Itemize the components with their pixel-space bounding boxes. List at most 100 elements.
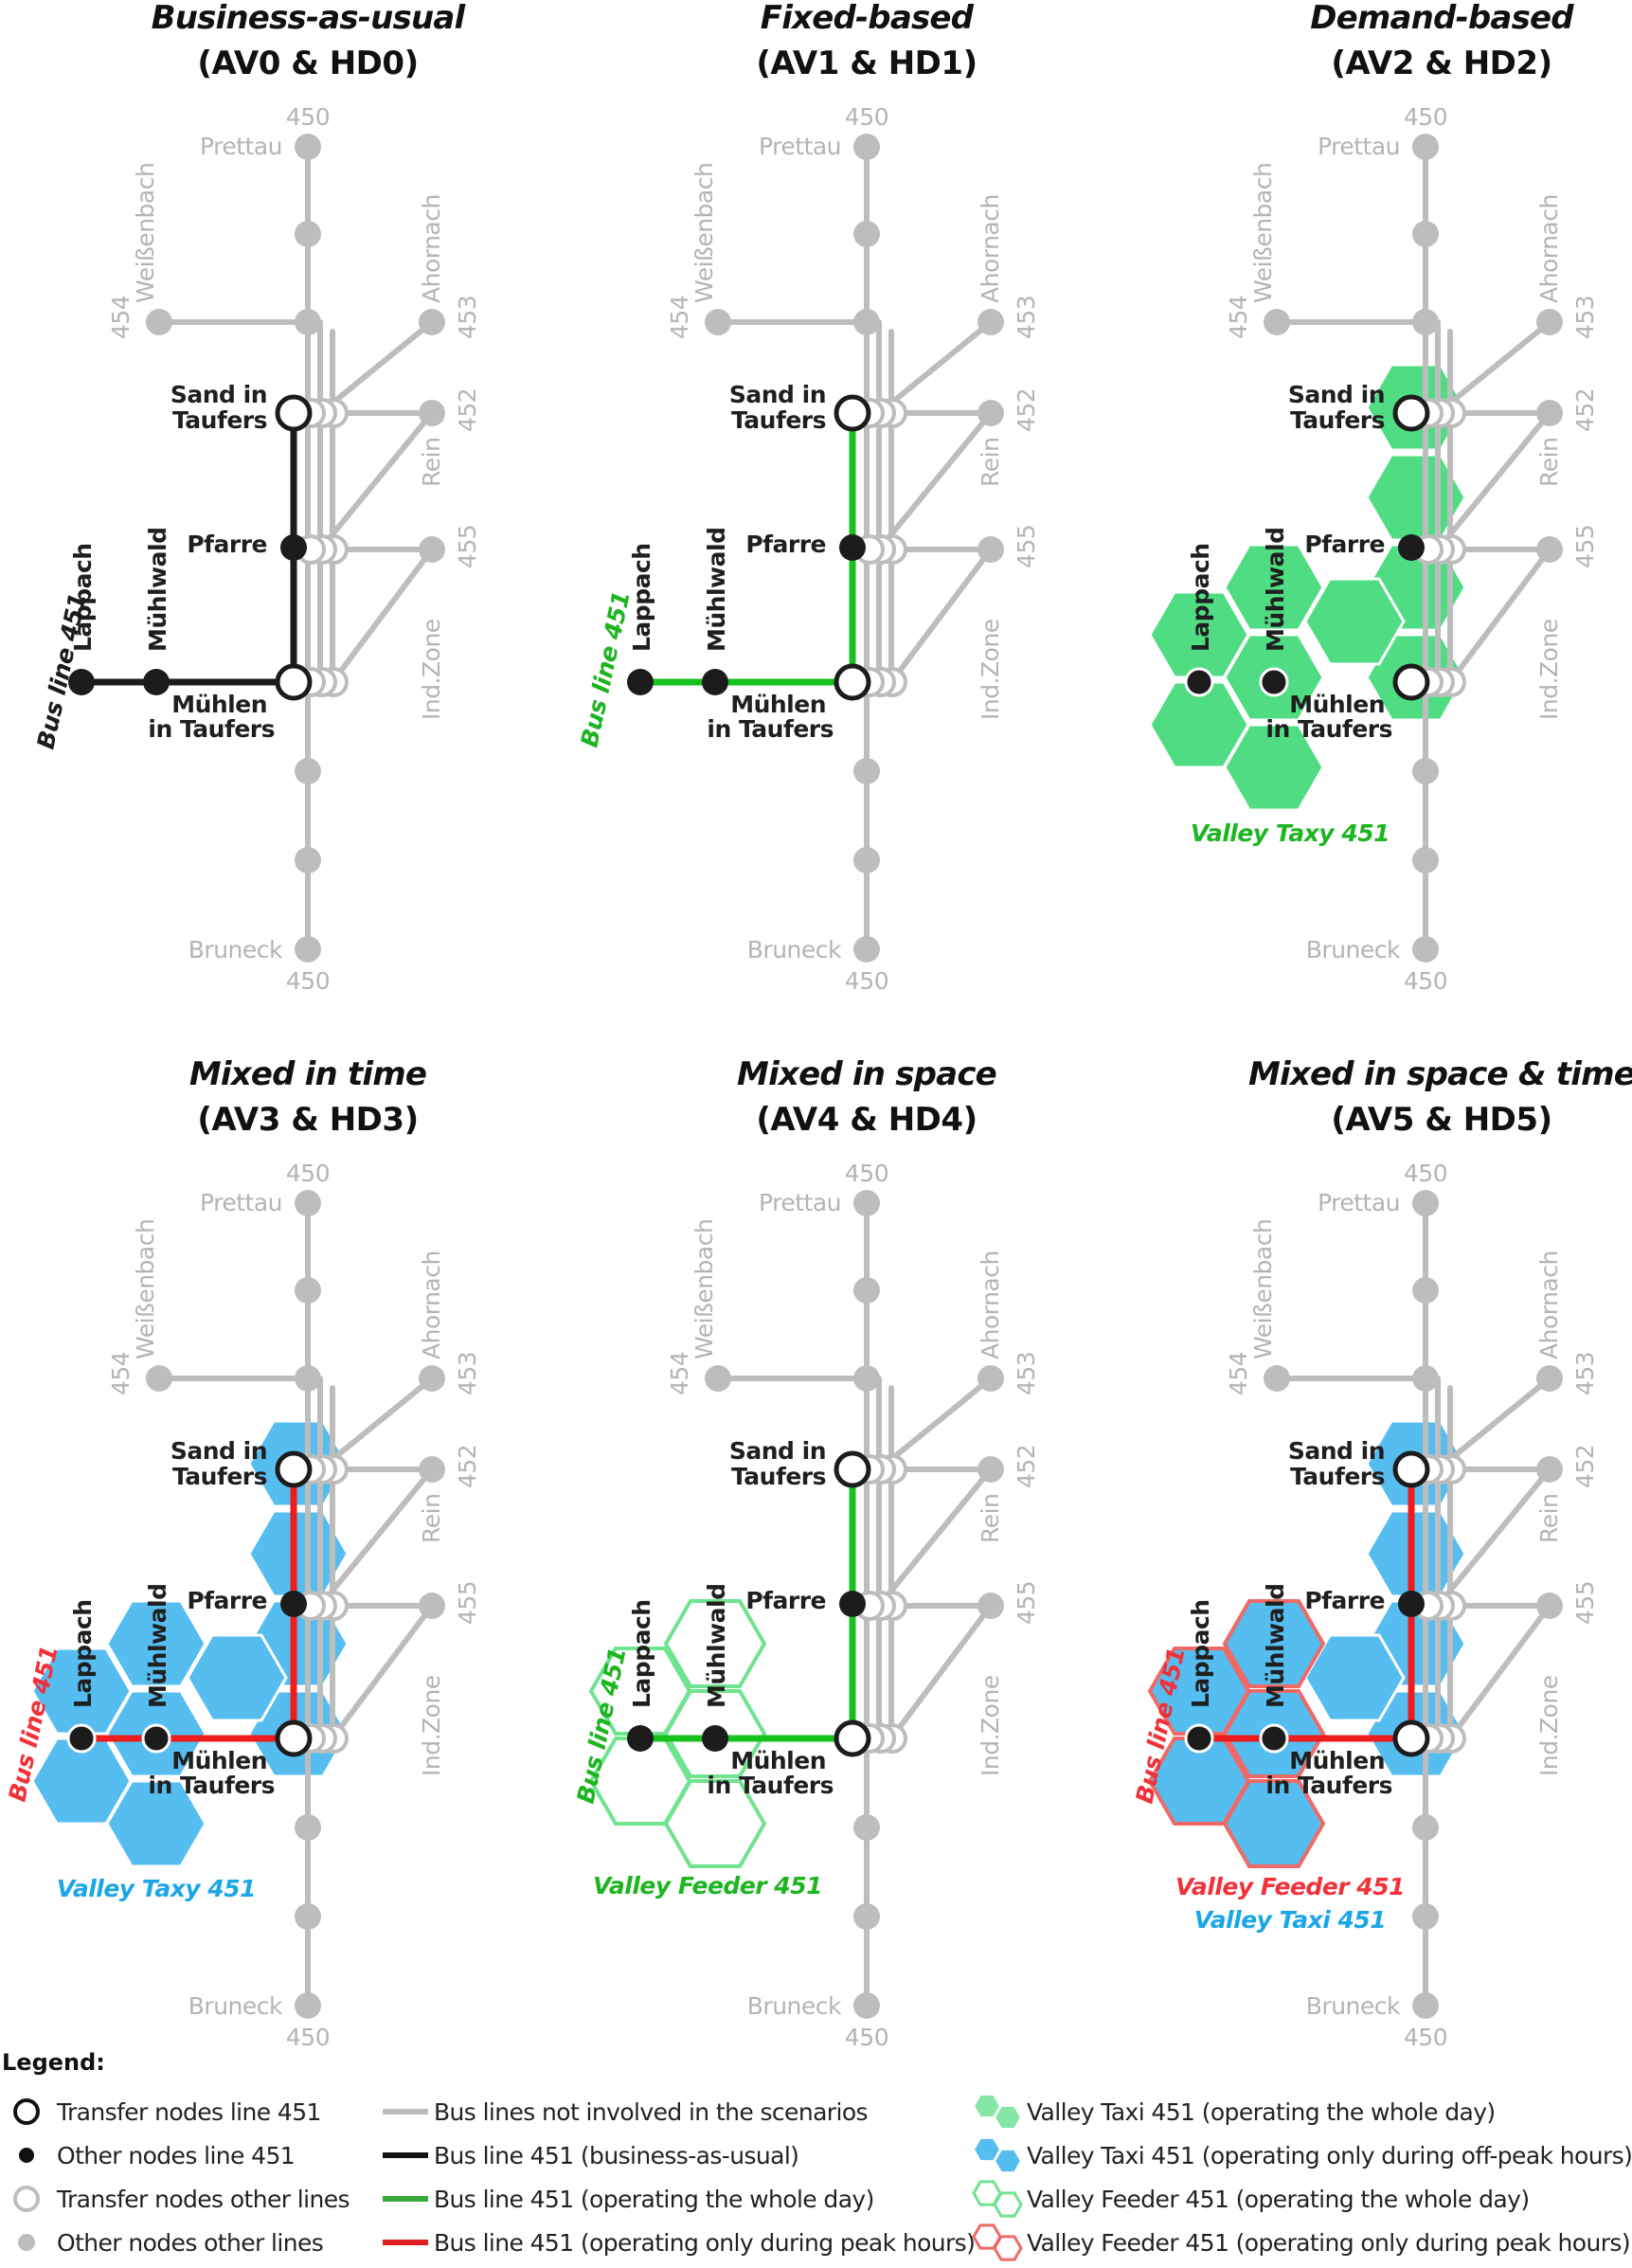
label-sand-in: Sand in <box>729 381 826 408</box>
transfer-node-sand <box>1392 1450 1430 1488</box>
line-455-link <box>888 547 994 685</box>
legend-label: Other nodes line 451 <box>57 2141 296 2169</box>
node-pfarre <box>839 1591 866 1617</box>
other-node <box>853 134 880 160</box>
label-taufers: Taufers <box>1290 406 1385 434</box>
other-bus-lines <box>1274 1197 1552 2008</box>
label-ahornach: Ahornach <box>1535 1251 1563 1359</box>
legend-symbol-blue-hex-filled <box>970 2134 1027 2176</box>
label-pfarre: Pfarre <box>745 1587 826 1614</box>
label-in-taufers: in Taufers <box>707 715 834 743</box>
label-pfarre: Pfarre <box>1304 531 1385 558</box>
legend-label: Transfer nodes other lines <box>57 2185 350 2213</box>
other-node <box>853 758 880 784</box>
line-455-link <box>330 1603 435 1741</box>
label-in-taufers: in Taufers <box>1265 715 1392 743</box>
other-node <box>295 1903 321 1930</box>
legend-label: Bus line 451 (business-as-usual) <box>434 2141 799 2169</box>
legend-label: Transfer nodes line 451 <box>57 2097 321 2126</box>
label-lappach: Lappach <box>1187 1599 1214 1708</box>
other-node <box>419 1365 445 1392</box>
node-pfarre <box>1398 1591 1425 1617</box>
other-nodes <box>1264 134 1563 963</box>
other-node <box>853 936 880 963</box>
label-line-455: 455 <box>1571 1581 1599 1625</box>
legend-symbol-green-hex-filled <box>970 2091 1027 2133</box>
label-bruneck: Bruneck <box>1306 1992 1401 2020</box>
other-node <box>295 758 321 784</box>
valley-taxi-hexagon <box>30 1647 133 1736</box>
other-node <box>705 1365 731 1392</box>
label-line-450-bottom: 450 <box>845 2024 888 2051</box>
label-taufers: Taufers <box>731 1463 826 1490</box>
label-rein: Rein <box>977 438 1004 487</box>
label-line-454: 454 <box>1225 1352 1252 1395</box>
other-node <box>419 536 445 563</box>
other-node <box>1536 1365 1563 1392</box>
other-node <box>853 1190 880 1216</box>
label-sand-in: Sand in <box>1288 1437 1385 1465</box>
label-in-taufers: in Taufers <box>1265 1772 1392 1799</box>
legend-symbol-transfer-node-other <box>0 2178 57 2220</box>
legend-label: Valley Taxi 451 (operating the whole day… <box>1027 2097 1496 2126</box>
node-lappach <box>627 1725 654 1752</box>
label-in-taufers: in Taufers <box>148 1772 275 1799</box>
valley-feeder-hexagon <box>663 1779 767 1868</box>
other-node <box>1412 936 1439 963</box>
panel-p1: Fixed-based(AV1 & HD1)450450PrettauBrune… <box>576 0 1040 995</box>
label-taufers: Taufers <box>172 1463 267 1490</box>
label-line-453: 453 <box>1571 1352 1599 1395</box>
line-453 <box>876 1376 994 1472</box>
label-line-452: 452 <box>1571 1445 1599 1488</box>
other-node <box>853 1903 880 1930</box>
line-453 <box>1435 319 1552 416</box>
label-line-450-top: 450 <box>1404 103 1447 131</box>
label-ahornach: Ahornach <box>977 1251 1004 1359</box>
valley-feeder-hexagon <box>1222 1599 1326 1688</box>
node-lappach <box>1184 1723 1214 1754</box>
node-lappach <box>1184 667 1214 697</box>
other-node <box>295 1992 321 2019</box>
label-line-450-bottom: 450 <box>845 967 888 995</box>
label-muhlen: Mühlen <box>171 1747 267 1774</box>
other-node <box>1412 1277 1439 1304</box>
other-node <box>1536 1456 1563 1483</box>
valley-taxi-hexagon <box>105 1599 207 1688</box>
line-451-nodes <box>66 1450 313 1757</box>
label-weissenbach: Weißenbach <box>690 163 718 303</box>
label-sand-in: Sand in <box>729 1437 826 1465</box>
label-line-453: 453 <box>1013 1352 1040 1395</box>
label-pfarre: Pfarre <box>187 1587 267 1614</box>
label-line-452: 452 <box>1013 388 1040 432</box>
other-nodes <box>1264 1190 1563 2019</box>
node-muhlwald <box>1259 1723 1289 1754</box>
other-node <box>295 1365 321 1392</box>
legend-symbol-other-node-other <box>0 2222 57 2263</box>
node-muhlwald <box>702 1725 728 1752</box>
transfer-node-muhlen <box>275 1719 313 1757</box>
line-455-link <box>1447 1603 1552 1741</box>
label-weissenbach: Weißenbach <box>132 1219 159 1359</box>
label-bruneck: Bruneck <box>747 1992 842 2020</box>
other-nodes <box>705 1190 1004 2019</box>
panel-p4: Mixed in space(AV4 & HD4)450450PrettauBr… <box>572 1055 1040 2051</box>
label-muhlwald: Mühlwald <box>144 1584 171 1708</box>
label-lappach: Lappach <box>69 1599 97 1708</box>
other-node <box>295 847 321 873</box>
label-valley-taxi: Valley Taxy 451 <box>57 1875 256 1902</box>
line-453 <box>1435 1376 1552 1472</box>
label-lappach: Lappach <box>628 1599 655 1708</box>
other-node <box>146 1365 172 1392</box>
other-node <box>1264 309 1290 335</box>
label-valley-feeder: Valley Feeder 451 <box>593 1872 822 1899</box>
other-node <box>419 1456 445 1483</box>
other-node <box>1536 536 1563 563</box>
other-node <box>853 221 880 247</box>
line-452-link <box>876 1467 994 1609</box>
legend-item-transfer-node-other: Transfer nodes other lines <box>0 2178 350 2220</box>
valley-taxi-hexagon <box>105 1779 207 1868</box>
node-pfarre <box>839 534 866 561</box>
label-weissenbach: Weißenbach <box>690 1219 718 1359</box>
panel-title: Mixed in space & time <box>1248 1055 1632 1093</box>
other-node <box>419 400 445 426</box>
